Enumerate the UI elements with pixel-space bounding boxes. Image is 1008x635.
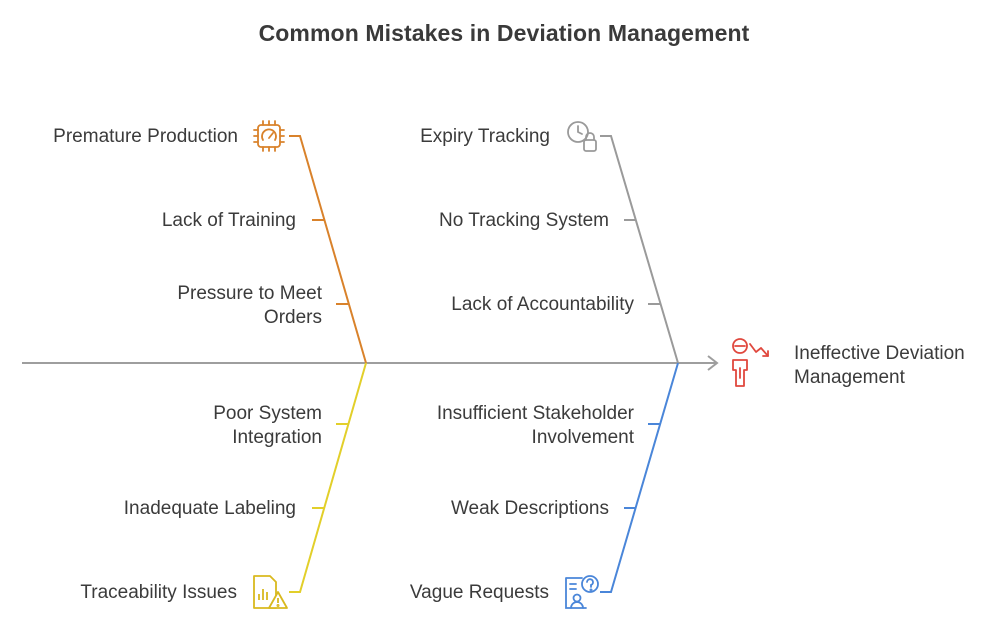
cause-lack-of-training: Lack of Training: [161, 210, 296, 231]
clock-lock-icon: [567, 121, 597, 152]
gauge-chip-icon: [253, 120, 285, 152]
effect-label-line1: Ineffective Deviation: [794, 343, 965, 364]
cause-insufficient-stakeholder-involvement-line1: Insufficient Stakeholder: [436, 403, 634, 424]
cause-insufficient-stakeholder-involvement-line2: Involvement: [531, 427, 634, 448]
diagram-title: Common Mistakes in Deviation Management: [258, 20, 750, 46]
cause-head-expiry-tracking: Expiry Tracking: [420, 126, 550, 147]
cause-pressure-to-meet-orders-line1: Pressure to Meet: [177, 283, 322, 304]
cause-pressure-to-meet-orders-line2: Orders: [263, 307, 322, 328]
cause-head-vague-requests: Vague Requests: [409, 582, 549, 603]
cause-lack-of-accountability: Lack of Accountability: [451, 294, 634, 315]
cause-head-premature-production: Premature Production: [53, 126, 238, 147]
person-declining-chart-icon: [732, 338, 769, 387]
cause-no-tracking-system: No Tracking System: [439, 210, 609, 231]
bone-expiry-tracking: [600, 135, 679, 364]
cause-inadequate-labeling: Inadequate Labeling: [123, 498, 296, 519]
cause-poor-system-integration-line2: Integration: [232, 427, 322, 448]
spine-arrowhead: [707, 355, 719, 371]
chart-warning-icon: [253, 575, 288, 609]
cause-poor-system-integration-line1: Poor System: [213, 403, 322, 424]
bone-premature-production: [289, 135, 367, 364]
cause-head-traceability-issues: Traceability Issues: [80, 582, 237, 603]
bone-vague-requests: [600, 362, 679, 593]
effect-label-line2: Management: [794, 367, 905, 388]
cause-weak-descriptions: Weak Descriptions: [450, 498, 609, 519]
document-question-person-icon: [565, 575, 599, 609]
bone-traceability-issues: [289, 362, 367, 593]
